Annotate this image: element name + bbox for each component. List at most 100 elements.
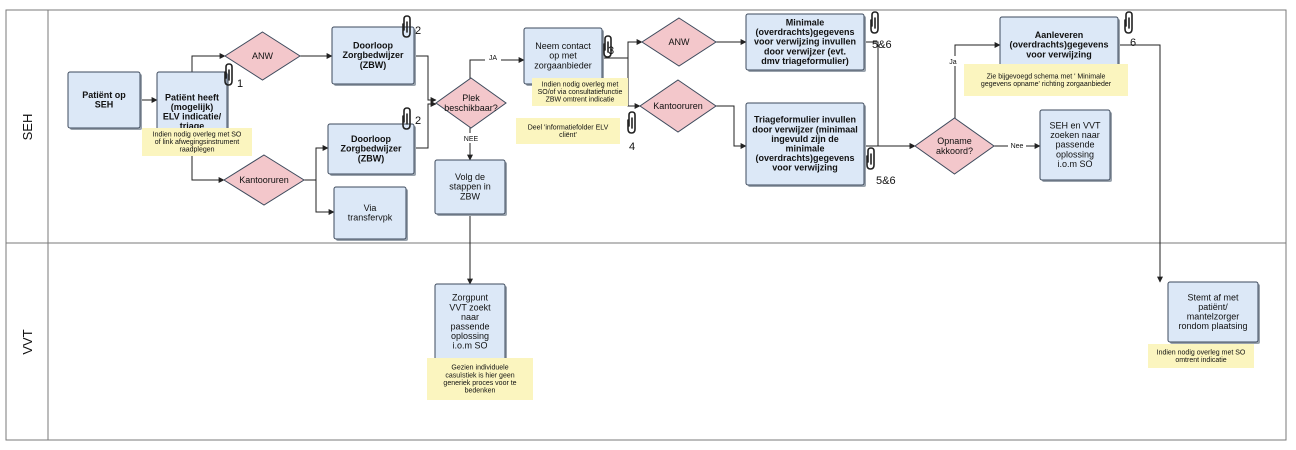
decision-diamond [639, 79, 717, 133]
decision-anw-2: ANW [641, 17, 717, 67]
attachment-number: 2 [415, 25, 421, 37]
decision-diamond [223, 154, 305, 206]
decision-label: akkoord? [936, 146, 973, 156]
attachment-number: 3 [608, 45, 614, 57]
note-box [964, 64, 1128, 96]
node-label: ZBW [460, 191, 481, 201]
node-label: mantelzorger [1187, 311, 1240, 321]
edge-kantooruren-to-zbw2 [304, 145, 329, 181]
node-label: voor verwijzing invullen [754, 37, 856, 47]
note-text: generiek proces voor te [443, 380, 516, 387]
node-label: Volg de [455, 172, 485, 182]
attachments: 1 2 2 3 4 5&6 5&6 6 [224, 11, 1136, 187]
note-box [427, 358, 533, 400]
paperclip-icon: 5&6 [866, 147, 896, 187]
node-box [745, 13, 865, 71]
node-label: transfervpk [348, 212, 393, 222]
edge-labels: JA NEE Ja Nee [461, 52, 1026, 150]
decision-label: Opname [937, 136, 972, 146]
edge-elv-to-kantooruren [191, 152, 225, 183]
lane-vvt-label: VVT [20, 329, 35, 354]
paperclip-shape [224, 63, 233, 86]
node-box [434, 159, 506, 215]
connectors [140, 39, 1163, 285]
note-schema: Zie bijgevoegd schema met ' Minimalegege… [964, 64, 1128, 96]
note-text: Indien nodig overleg met SO [1157, 349, 1246, 356]
decision-label: ANW [252, 51, 274, 61]
node-box [333, 186, 407, 240]
edge-label-nee-opname: Nee [1011, 143, 1024, 150]
decision-kantooruren-1: Kantooruren [223, 154, 305, 206]
note-box [142, 128, 252, 156]
node-label: i.o.m SO [452, 341, 487, 351]
note-text: ZBW omtrent indicatie [546, 97, 615, 104]
paperclip-icon: 2 [402, 107, 421, 130]
node-label: Zorgbedwijzer [342, 50, 404, 60]
node-box [745, 102, 865, 186]
lane-seh-label: SEH [20, 114, 35, 141]
node-label: Zorgpunt [452, 293, 489, 303]
node-box [331, 26, 415, 85]
decision-label: beschikbaar? [444, 103, 498, 113]
lane-seh-header [5, 9, 49, 244]
node-label: rondom plaatsing [1178, 321, 1247, 331]
edge-plek-to-contact [469, 57, 525, 80]
node-label: (overdrachts)gegevens [755, 27, 854, 37]
paperclip-shape [870, 11, 879, 34]
node-label: SEH en VVT [1049, 120, 1101, 130]
decision-label: Kantooruren [653, 101, 703, 111]
node-label: Patiënt heeft [165, 92, 219, 102]
node-label: Zorgbedwijzer [340, 144, 402, 154]
node-label: Doorloop [353, 41, 393, 51]
note-text: Indien nodig overleg met [542, 82, 619, 89]
node-label: Aanleveren [1035, 30, 1084, 40]
note-text: cliënt' [559, 132, 577, 139]
note-box [516, 118, 620, 144]
node-label: passende [450, 321, 489, 331]
node-label: naar [461, 312, 479, 322]
note-text: gegevens opname' richting zorgaanbieder [981, 81, 1112, 88]
decision-diamond [435, 77, 507, 129]
paperclip-icon: 3 [603, 35, 614, 58]
edge-label-ja: JA [489, 55, 498, 62]
lane-vvt [5, 242, 1287, 441]
node-label: ingevuld zijn de [771, 134, 839, 144]
node-label: door verwijzer (minimaal [752, 124, 858, 134]
note-text: casuïstiek is hier geen [445, 372, 514, 379]
node-label: passende [1055, 140, 1094, 150]
node-label: i.o.m SO [1057, 159, 1092, 169]
decision-anw-1: ANW [224, 31, 301, 81]
node-label: Doorloop [351, 134, 391, 144]
note-text: SO/of via consultatiefunctie [538, 89, 623, 96]
note-text: Deel 'informatiefolder ELV [528, 124, 609, 131]
node-label: ELV indicatie/ [163, 111, 222, 121]
node-label: voor verwijzing [772, 163, 838, 173]
node-label: (ZBW) [358, 153, 385, 163]
node-label: triage [180, 121, 205, 131]
node-label: oplossing [1056, 149, 1094, 159]
decision-label: Kantooruren [239, 175, 289, 185]
decision-diamond [914, 117, 995, 175]
note-text: raadplegen [179, 147, 214, 154]
note-text: Indien nodig overleg met SO [153, 132, 242, 139]
node-label: voor verwijzing [1026, 49, 1092, 59]
node-label: (ZBW) [360, 60, 387, 70]
edge-zbw1-to-plek [414, 55, 437, 103]
attachment-number: 6 [1130, 37, 1136, 49]
